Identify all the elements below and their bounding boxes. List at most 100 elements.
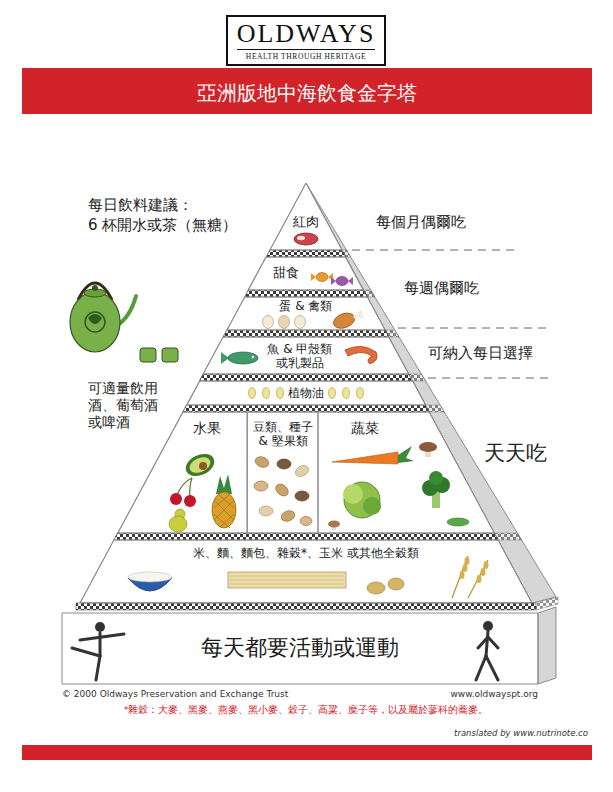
checker-band <box>223 330 389 337</box>
dashed-divider <box>398 328 548 329</box>
teapot-ornament <box>88 314 102 324</box>
logo-tagline: HEALTH THROUGH HERITAGE <box>237 52 376 61</box>
footnote-text: *雜穀：大麥、黑麥、燕麥、黑小麥、穀子、高粱、糜子等，以及屬於蓼科的蕎麥。 <box>124 704 489 715</box>
logo-rule <box>237 49 376 50</box>
pyramid-cell: 豆類、種子 & 堅果類 <box>247 412 318 533</box>
tier-label: 紅肉 <box>293 214 319 230</box>
tier-label: 植物油 <box>288 386 324 400</box>
avocado-stone <box>199 462 207 470</box>
tier-shape <box>227 297 385 330</box>
meat-fat <box>297 236 305 240</box>
chicken-leg-icon <box>331 307 365 331</box>
fish-icon <box>228 352 258 364</box>
tier-shape <box>62 613 538 684</box>
checker-band <box>409 374 426 381</box>
tier-shape <box>248 257 363 290</box>
noodles-icon <box>228 572 346 588</box>
figure-leg <box>96 656 100 680</box>
cabbage-leaf <box>363 497 381 515</box>
tier-shape <box>80 540 532 603</box>
logo-box: OLDWAYS HEALTH THROUGH HERITAGE <box>226 15 387 66</box>
checker-band <box>183 405 429 412</box>
copyright-note: © 2000 Oldways Preservation and Exchange… <box>62 689 288 700</box>
teapot-icon <box>70 292 120 352</box>
translator-note: translated by www.nutrinote.co <box>454 728 588 738</box>
pyramid-cell: 蔬菜 <box>318 412 494 533</box>
logo-wordmark: OLDWAYS <box>237 20 376 47</box>
drink-note: 6 杯開水或茶（無糖） <box>88 216 237 234</box>
mushroom-icon <box>328 521 340 528</box>
peanut-icon <box>254 481 268 491</box>
frequency-label: 可納入每日選擇 <box>428 344 533 362</box>
tier-outline <box>248 257 363 290</box>
checker-band <box>342 250 351 257</box>
teapot-ornament <box>85 312 105 332</box>
avocado-flesh <box>187 454 213 476</box>
candy-twist <box>311 273 316 281</box>
url-note: www.oldwayspt.org <box>450 689 538 700</box>
cherry-icon <box>184 495 196 507</box>
wheat-grain <box>484 561 489 569</box>
checker-band <box>76 603 536 610</box>
tier-label: 蔬菜 <box>351 420 379 437</box>
dashed-divider <box>352 250 515 251</box>
bean-icon <box>295 491 309 501</box>
drink-note: 每日飲料建議： <box>88 196 193 214</box>
drink-note-text: 每日飲料建議： <box>88 196 193 214</box>
avocado-icon <box>182 450 218 481</box>
pyramid-face <box>80 183 532 603</box>
egg-icon <box>279 316 290 329</box>
figure-leg <box>486 656 498 680</box>
wheat-stalk <box>468 560 488 598</box>
figure-leg <box>476 656 486 680</box>
frequency-label-text: 每個月偶爾吃 <box>376 213 466 231</box>
bean-icon <box>277 459 291 469</box>
title-text: 亞洲版地中海飲食金字塔 <box>22 81 592 105</box>
cabbage-leaf <box>343 484 363 504</box>
tier-label: 豆類、種子 & 堅果類 <box>251 420 315 449</box>
frequency-label-text: 可納入每日選擇 <box>428 344 533 362</box>
oil-drop <box>343 388 350 399</box>
teapot-knob <box>92 285 98 291</box>
cabbage-icon <box>344 482 380 518</box>
frequency-label: 每個月偶爾吃 <box>376 213 466 231</box>
figure-arms <box>478 637 498 648</box>
seed-icon <box>259 506 273 516</box>
carrot-icon <box>332 452 398 464</box>
url-note-text: www.oldwayspt.org <box>450 689 538 700</box>
title-band <box>22 68 592 114</box>
oil-drop <box>329 388 336 399</box>
walker-figure <box>476 631 498 680</box>
candy-icon <box>316 273 328 282</box>
activity-side <box>538 607 556 684</box>
oil-drop <box>277 388 284 399</box>
tier-label: 每天都要活動或運動 <box>201 635 399 661</box>
tier-outline <box>118 412 247 533</box>
tier-shape <box>318 412 494 533</box>
oil-drop <box>249 388 256 399</box>
figure-head <box>483 621 493 631</box>
tier-label: 魚 & 甲殼類 或乳製品 <box>265 342 335 371</box>
potato-icon <box>388 578 404 590</box>
wheat-grain <box>465 557 470 565</box>
rice-icon <box>128 572 172 582</box>
nut-icon <box>254 455 271 469</box>
tier-shape <box>247 412 318 533</box>
wheat-grain <box>481 568 486 576</box>
frequency-label-text: 每週偶爾吃 <box>404 279 479 297</box>
tier-label: 米、麵、麵包、雜穀*、玉米 或其他全穀類 <box>193 546 419 560</box>
shrimp-icon <box>345 346 377 364</box>
figure-body <box>486 631 488 656</box>
chicken-leg <box>331 310 356 331</box>
tier-shape <box>270 183 342 250</box>
candy-icon <box>336 277 348 286</box>
copyright-note-text: © 2000 Oldways Preservation and Exchange… <box>62 689 288 700</box>
broccoli-icon <box>429 471 443 485</box>
fish-eye <box>252 356 254 358</box>
frequency-label: 每週偶爾吃 <box>404 279 479 297</box>
egg-icon <box>295 316 306 329</box>
tier-shape <box>118 412 247 533</box>
drink-note-text: 6 杯開水或茶（無糖） <box>88 216 237 234</box>
pyramid-tier: 甜食 <box>248 257 363 290</box>
